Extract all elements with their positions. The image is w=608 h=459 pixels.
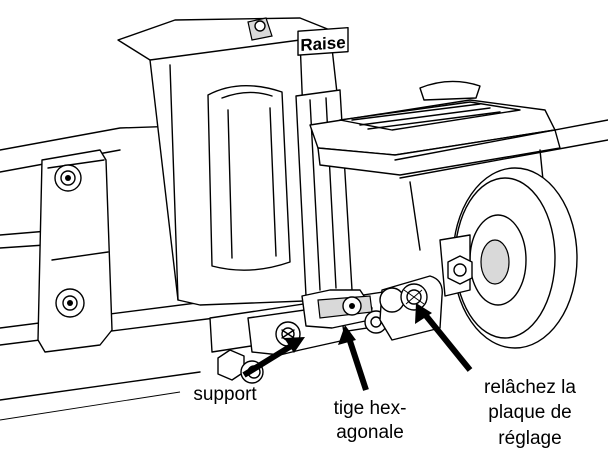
hex-rod: [301, 289, 388, 334]
release-plate-label-line1: relâchez la: [484, 377, 576, 398]
hex-rod-arrow: [338, 325, 369, 391]
upper-left-bolt: [54, 164, 82, 192]
axle-nut: [447, 255, 473, 285]
hex-rod-label-line2: agonale: [336, 422, 404, 443]
foot-pedal: [309, 80, 561, 176]
release-plate-label-line3: réglage: [498, 428, 561, 449]
support-arrow: [242, 337, 305, 378]
raise-decal-text: Raise: [300, 33, 345, 55]
caster-wheel: [439, 167, 578, 349]
hex-rod-label-line1: tige hex-: [334, 398, 407, 419]
release-plate-arrow: [415, 303, 473, 372]
release-plate-label-line2: plaque de: [488, 402, 571, 423]
adjustment-plate: [379, 275, 443, 341]
raise-decal: Raise: [297, 26, 349, 56]
lower-left-bolt: [55, 288, 85, 318]
support-label: support: [193, 384, 257, 405]
lift-cylinder: [207, 84, 291, 271]
